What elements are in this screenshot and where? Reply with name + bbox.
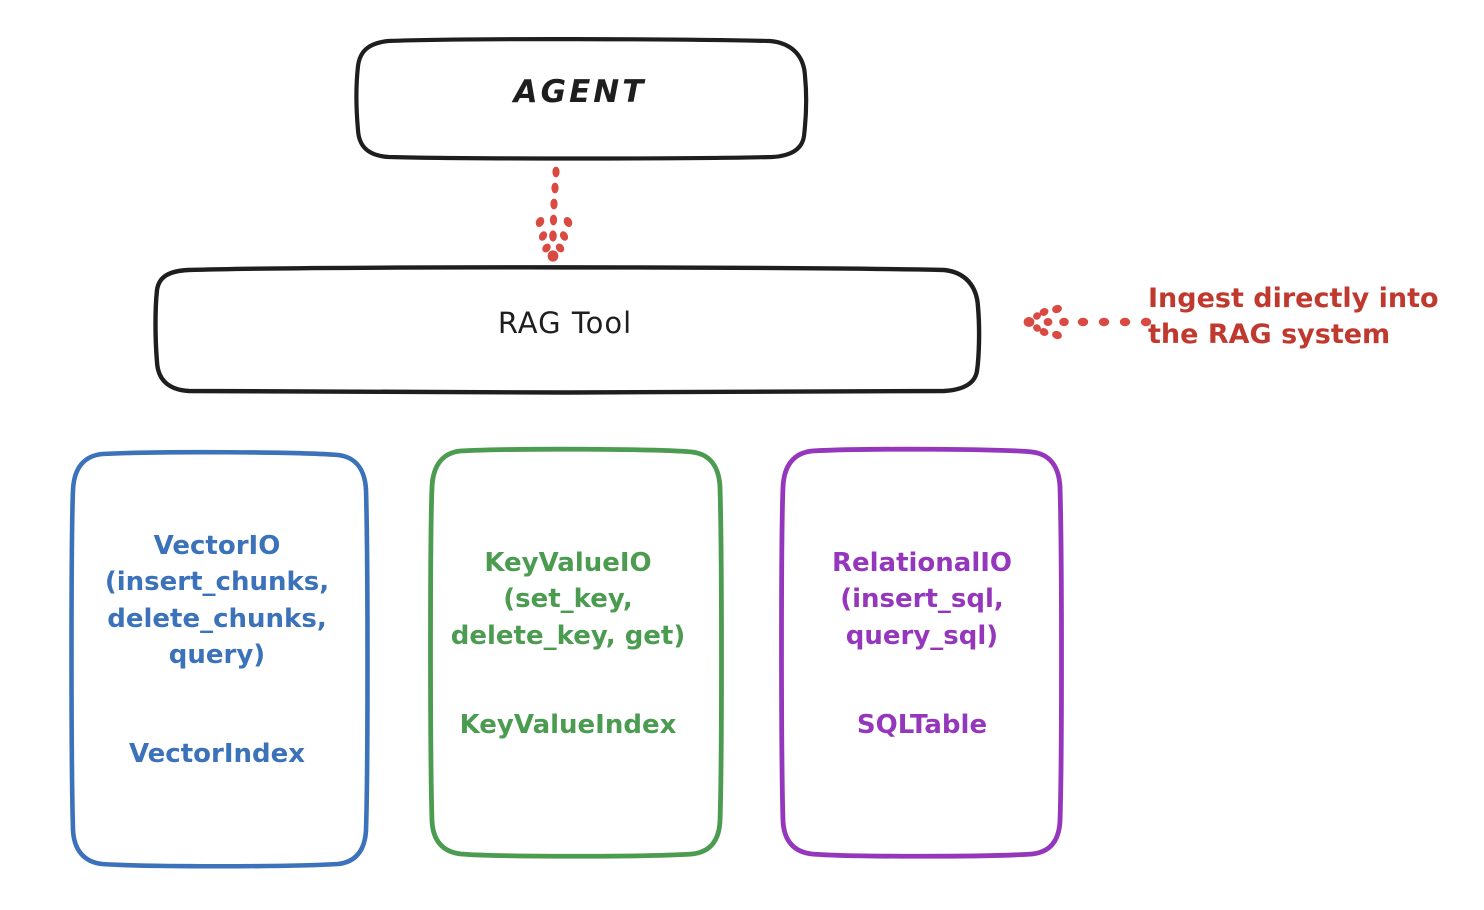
keyvalueio-subtitle: KeyValueIndex bbox=[459, 710, 677, 740]
agent-label: AGENT bbox=[513, 74, 647, 110]
ingest-annotation-text: Ingest directly into the RAG system bbox=[1148, 283, 1439, 351]
relationalio-box-outline bbox=[779, 446, 1064, 859]
vectorio-box-outline bbox=[69, 449, 370, 869]
ingest-arrow bbox=[1023, 304, 1152, 340]
vectorio-subtitle: VectorIndex bbox=[128, 739, 306, 769]
relationalio-title: RelationalIO (insert_sql, query_sql) bbox=[831, 548, 1013, 651]
agent-to-rag-arrow bbox=[535, 166, 573, 262]
relationalio-subtitle: SQLTable bbox=[856, 710, 988, 740]
agent-node[interactable] bbox=[354, 37, 809, 161]
rag-tool-node[interactable] bbox=[153, 265, 982, 395]
keyvalueio-box-outline bbox=[428, 446, 724, 859]
keyvalueio-title: KeyValueIO (set_key, delete_key, get) bbox=[450, 548, 686, 651]
rag-tool-box-outline bbox=[153, 265, 982, 395]
rag-tool-label: RAG Tool bbox=[497, 306, 633, 340]
keyvalueio-node[interactable] bbox=[428, 446, 724, 859]
vectorio-node[interactable] bbox=[69, 449, 370, 869]
vectorio-title: VectorIO (insert_chunks, delete_chunks, … bbox=[104, 531, 330, 671]
relationalio-node[interactable] bbox=[779, 446, 1064, 859]
agent-box-outline bbox=[354, 37, 809, 161]
